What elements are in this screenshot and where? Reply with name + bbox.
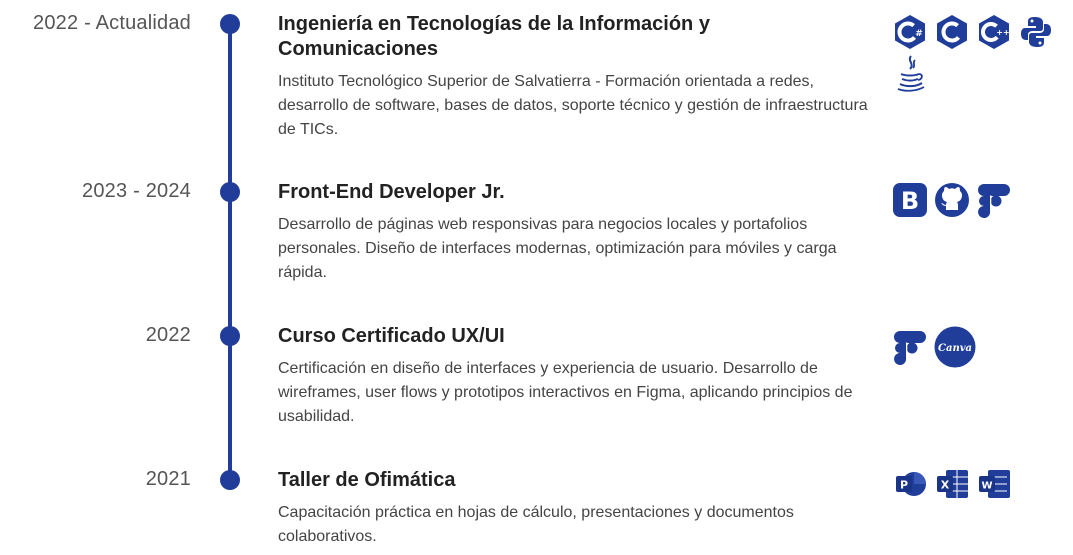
figma-icon [976,182,1012,218]
java-icon [892,55,928,92]
tech-icons: P X [892,466,1062,502]
tech-icons: B [892,182,1062,218]
entry-description: Desarrollo de páginas web responsivas pa… [278,216,837,281]
timeline-dot [220,326,240,346]
word-icon: W [976,466,1012,502]
timeline-dot [220,14,240,34]
entry-period: 2022 - Actualidad [33,12,191,34]
entry-content: Taller de Ofimática Capacitación práctic… [278,468,868,549]
c-icon [934,14,970,50]
cplusplus-icon: ++ [976,14,1012,50]
entry-title: Front-End Developer Jr. [278,181,505,203]
tech-icons: # ++ [892,14,1062,92]
timeline-rail [228,22,232,482]
python-icon [1018,14,1054,50]
entry-period: 2021 [145,468,191,490]
word-letter: W [981,481,992,492]
excel-letter: X [941,479,950,492]
entry-title: Taller de Ofimática [278,469,456,491]
powerpoint-icon: P [892,466,928,502]
timeline-dot [220,470,240,490]
entry-content: Front-End Developer Jr. Desarrollo de pá… [278,180,868,285]
github-icon [934,182,970,218]
timeline-dot [220,182,240,202]
entry-description: Instituto Tecnológico Superior de Salvat… [278,73,868,138]
entry-content: Ingeniería en Tecnologías de la Informac… [278,12,868,142]
canva-icon: Canva [934,326,976,368]
bootstrap-icon: B [892,182,928,218]
entry-period: 2022 [145,324,191,346]
excel-icon: X [934,466,970,502]
entry-period: 2023 - 2024 [82,180,191,202]
entry-description: Certificación en diseño de interfaces y … [278,360,853,425]
tech-icons: Canva [892,326,1062,368]
entry-title: Curso Certificado UX/UI [278,325,505,347]
figma-icon [892,329,928,365]
svg-text:B: B [901,187,919,215]
canva-logo-text: Canva [938,343,972,354]
csharp-icon: # [892,14,928,50]
svg-text:#: # [915,29,923,39]
entry-title: Ingeniería en Tecnologías de la Informac… [278,13,710,60]
entry-content: Curso Certificado UX/UI Certificación en… [278,324,868,429]
entry-description: Capacitación práctica en hojas de cálcul… [278,504,794,545]
svg-text:++: ++ [996,28,1009,37]
powerpoint-letter: P [900,479,908,492]
